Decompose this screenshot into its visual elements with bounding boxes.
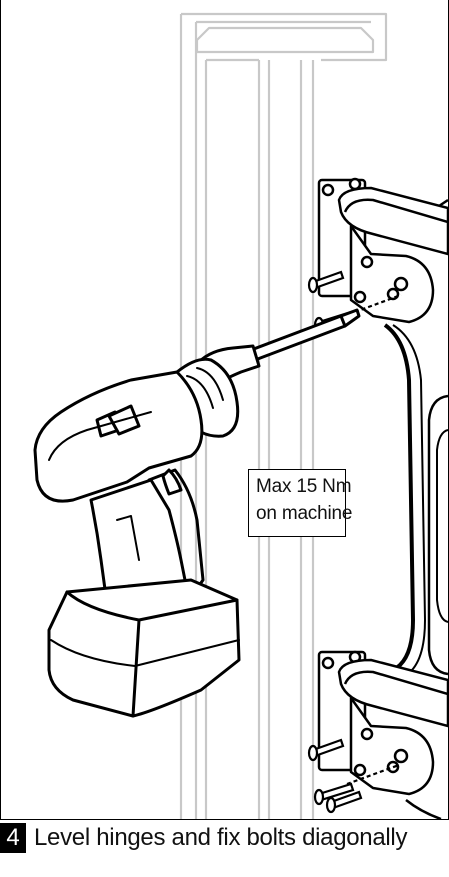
hinge-icon bbox=[317, 177, 448, 324]
drill-icon bbox=[33, 308, 361, 718]
step-caption: 4 Level hinges and fix bolts diagonally bbox=[0, 823, 449, 853]
hinge-icon bbox=[317, 650, 448, 819]
callout-line-1: Max 15 Nm bbox=[256, 476, 352, 497]
step-instruction: Level hinges and fix bolts diagonally bbox=[34, 824, 408, 851]
step-number-badge: 4 bbox=[0, 823, 26, 853]
gate-frame-icon bbox=[383, 323, 448, 679]
assembly-illustration bbox=[33, 12, 448, 819]
torque-callout: Max 15 Nm on machine bbox=[248, 469, 353, 537]
callout-line-2: on machine bbox=[256, 503, 353, 524]
